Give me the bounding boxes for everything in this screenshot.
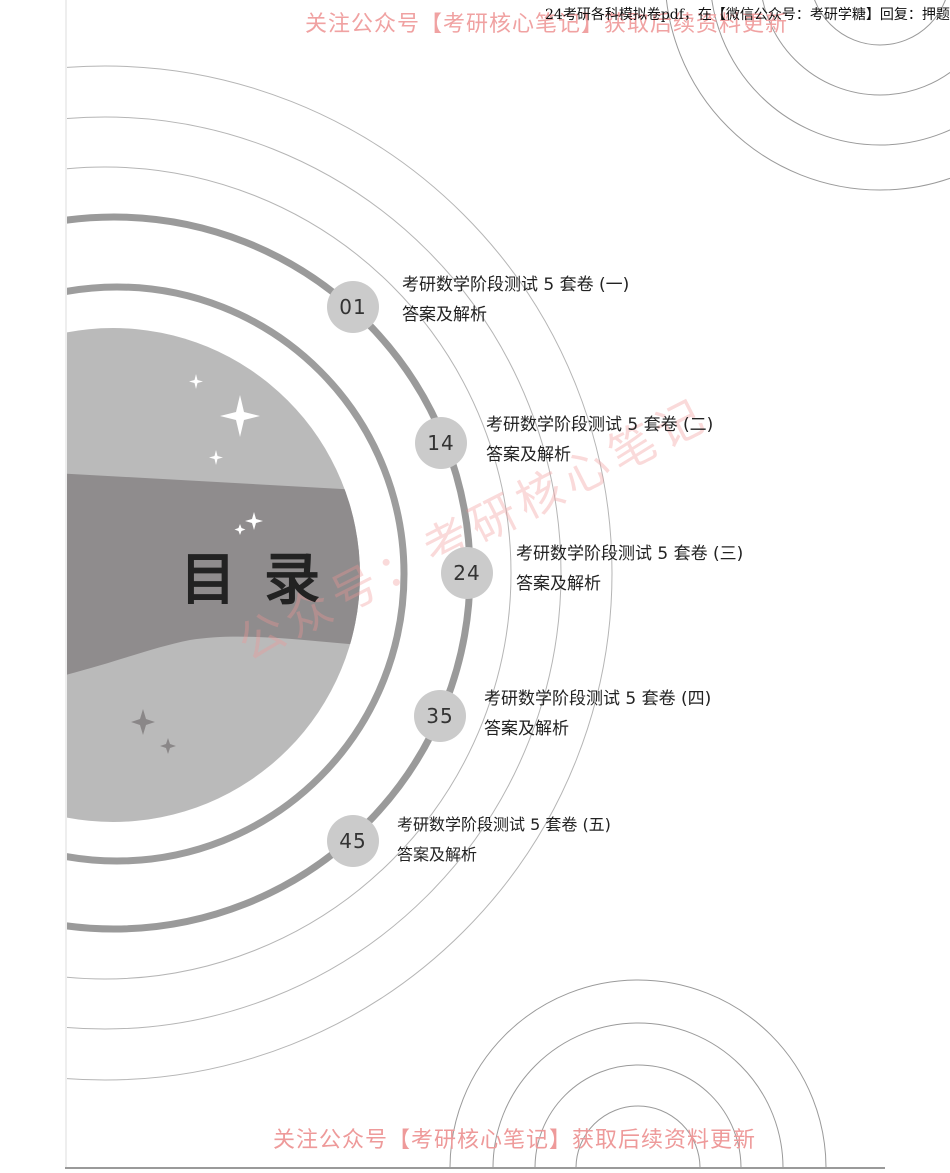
toc-entry-subtitle: 答案及解析 bbox=[516, 574, 601, 594]
toc-entry-1[interactable]: 考研数学阶段测试 5 套卷 (一) 答案及解析 bbox=[402, 270, 629, 330]
top-right-arcs bbox=[665, 0, 950, 191]
toc-entry-title: 考研数学阶段测试 5 套卷 (四) bbox=[484, 689, 712, 709]
page-badge-4: 35 bbox=[414, 690, 466, 742]
toc-title: 目录 bbox=[180, 548, 348, 613]
toc-entry-2[interactable]: 考研数学阶段测试 5 套卷 (二) 答案及解析 bbox=[486, 410, 713, 470]
bottom-arcs bbox=[449, 979, 827, 1167]
toc-entry-3[interactable]: 考研数学阶段测试 5 套卷 (三) 答案及解析 bbox=[516, 539, 743, 599]
overlay-header-text: 24考研各科模拟卷pdf，在【微信公众号：考研学糖】回复：押题 bbox=[545, 7, 950, 23]
toc-entry-subtitle: 答案及解析 bbox=[486, 445, 571, 465]
page-badge-3: 24 bbox=[441, 547, 493, 599]
page-bottom-edge bbox=[65, 1167, 885, 1169]
sparkle-icons bbox=[189, 374, 263, 535]
inner-ring bbox=[67, 283, 408, 865]
page-badge-5: 45 bbox=[327, 815, 379, 867]
toc-entry-title: 考研数学阶段测试 5 套卷 (一) bbox=[402, 275, 630, 295]
page-badge-2: 14 bbox=[415, 417, 467, 469]
toc-entry-5[interactable]: 考研数学阶段测试 5 套卷 (五) 答案及解析 bbox=[397, 810, 611, 870]
toc-entry-subtitle: 答案及解析 bbox=[402, 305, 487, 325]
toc-entry-title: 考研数学阶段测试 5 套卷 (二) bbox=[486, 415, 714, 435]
toc-entry-subtitle: 答案及解析 bbox=[397, 845, 478, 864]
toc-entry-title: 考研数学阶段测试 5 套卷 (五) bbox=[397, 815, 611, 834]
bottom-watermark: 关注公众号【考研核心笔记】获取后续资料更新 bbox=[273, 1128, 757, 1153]
page-left-edge bbox=[65, 0, 67, 1168]
top-watermark: 关注公众号【考研核心笔记】获取后续资料更新 bbox=[305, 12, 789, 37]
title-disk bbox=[67, 328, 360, 822]
thin-arc-1 bbox=[67, 65, 613, 1081]
thin-arc-3 bbox=[67, 166, 512, 980]
toc-entry-subtitle: 答案及解析 bbox=[484, 719, 569, 739]
dark-sparkle-icons bbox=[131, 709, 176, 754]
toc-entry-4[interactable]: 考研数学阶段测试 5 套卷 (四) 答案及解析 bbox=[484, 684, 711, 744]
toc-entry-title: 考研数学阶段测试 5 套卷 (三) bbox=[516, 544, 744, 564]
page-badge-1: 01 bbox=[327, 281, 379, 333]
thin-arc-2 bbox=[67, 116, 562, 1030]
